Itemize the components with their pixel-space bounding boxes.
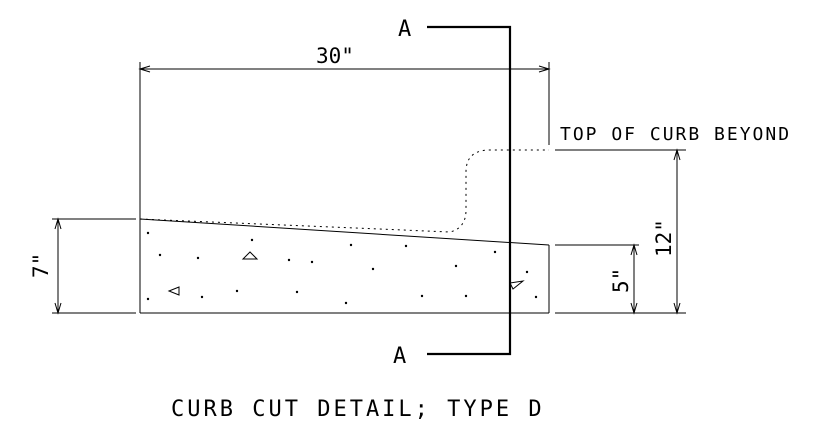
right-total-dimension <box>555 148 686 315</box>
left-height-label: 7" <box>29 253 53 278</box>
right-total-label: 12" <box>652 219 676 257</box>
top-of-curb-beyond-profile <box>139 149 549 233</box>
curb-body <box>139 218 550 314</box>
section-label-bottom: A <box>393 344 407 369</box>
right-low-label: 5" <box>609 268 633 293</box>
concrete-stipple <box>146 231 538 305</box>
left-height-dimension <box>52 217 136 315</box>
width-dimension <box>138 62 551 219</box>
section-label-top: A <box>398 17 412 42</box>
top-of-curb-note: TOP OF CURB BEYOND <box>560 124 791 145</box>
right-low-dimension <box>555 243 686 315</box>
width-dimension-label: 30" <box>316 44 354 68</box>
drawing-title: CURB CUT DETAIL; TYPE D <box>171 397 545 422</box>
section-cut-line <box>427 25 512 356</box>
